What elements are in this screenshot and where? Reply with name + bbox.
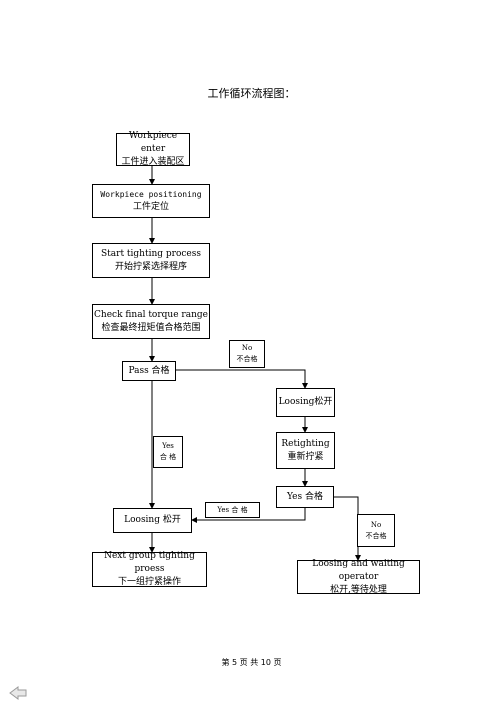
arrow-yes-to-waiting	[334, 496, 361, 561]
box-next-group-en: Next group tighting proess	[104, 551, 195, 574]
box-yes-right: Yes 合格	[276, 486, 334, 508]
page-footer: 第 5 页 共 10 页	[221, 658, 282, 667]
box-workpiece-enter-en: Workpiece enter	[128, 131, 178, 154]
box-retighting: Retighting 重新拧紧	[276, 432, 335, 469]
box-check-torque: Check final torque range 检查最终扭矩值合格范围	[92, 304, 210, 339]
label-yes-left: Yes 合 格	[153, 436, 183, 468]
box-loosing-waiting-zh: 松开,等待处理	[330, 584, 387, 595]
box-next-group: Next group tighting proess 下一组拧紧操作	[92, 551, 207, 587]
box-start-tighting-en: Start tighting process	[101, 248, 201, 259]
label-yes-left-zh: 合 格	[159, 453, 177, 461]
box-loosing-right-text: Loosing松开	[278, 397, 333, 407]
arrow-yes-to-loosing-left	[191, 508, 306, 523]
label-yes-left-en: Yes	[162, 442, 174, 450]
label-yes-mid: Yes 合 格	[205, 502, 260, 518]
box-check-torque-zh: 检查最终扭矩值合格范围	[101, 322, 201, 333]
box-start-tighting-zh: 开始拧紧选择程序	[114, 261, 187, 272]
back-arrow-icon[interactable]	[8, 686, 28, 700]
box-workpiece-positioning: Workpiece positioning 工件定位	[92, 184, 210, 218]
arrow-pass-to-loosing-right	[176, 369, 308, 389]
label-no-top-en: No	[241, 344, 253, 352]
box-workpiece-positioning-zh: 工件定位	[132, 202, 169, 212]
box-workpiece-positioning-en: Workpiece positioning	[100, 190, 202, 199]
box-check-torque-en: Check final torque range	[94, 309, 208, 320]
label-no-top-zh: 不合格	[236, 355, 258, 363]
label-no-bottom: No 不合格	[357, 514, 395, 547]
box-loosing-left: Loosing 松开	[113, 508, 192, 533]
box-loosing-right: Loosing松开	[276, 388, 335, 417]
box-pass-text: Pass 合格	[128, 365, 170, 376]
box-retighting-en: Retighting	[281, 438, 330, 449]
box-loosing-waiting: Loosing and waiting operator 松开,等待处理	[297, 558, 420, 595]
box-start-tighting: Start tighting process 开始拧紧选择程序	[92, 243, 210, 278]
box-pass: Pass 合格	[122, 361, 176, 381]
box-yes-right-text: Yes 合格	[287, 491, 323, 502]
label-no-bottom-zh: 不合格	[365, 531, 387, 540]
box-loosing-waiting-en: Loosing and waiting operator	[312, 558, 405, 582]
box-next-group-zh: 下一组拧紧操作	[117, 577, 181, 587]
label-yes-mid-text: Yes 合 格	[217, 505, 248, 514]
box-retighting-zh: 重新拧紧	[287, 451, 324, 462]
box-workpiece-enter-zh: 工件进入装配区	[121, 157, 185, 167]
page-title: 工作循环流程图：	[207, 87, 296, 100]
label-no-bottom-en: No	[370, 520, 382, 529]
label-no-top: No 不合格	[229, 340, 265, 368]
box-loosing-left-text: Loosing 松开	[124, 515, 181, 525]
box-workpiece-enter: Workpiece enter 工件进入装配区	[116, 131, 190, 167]
